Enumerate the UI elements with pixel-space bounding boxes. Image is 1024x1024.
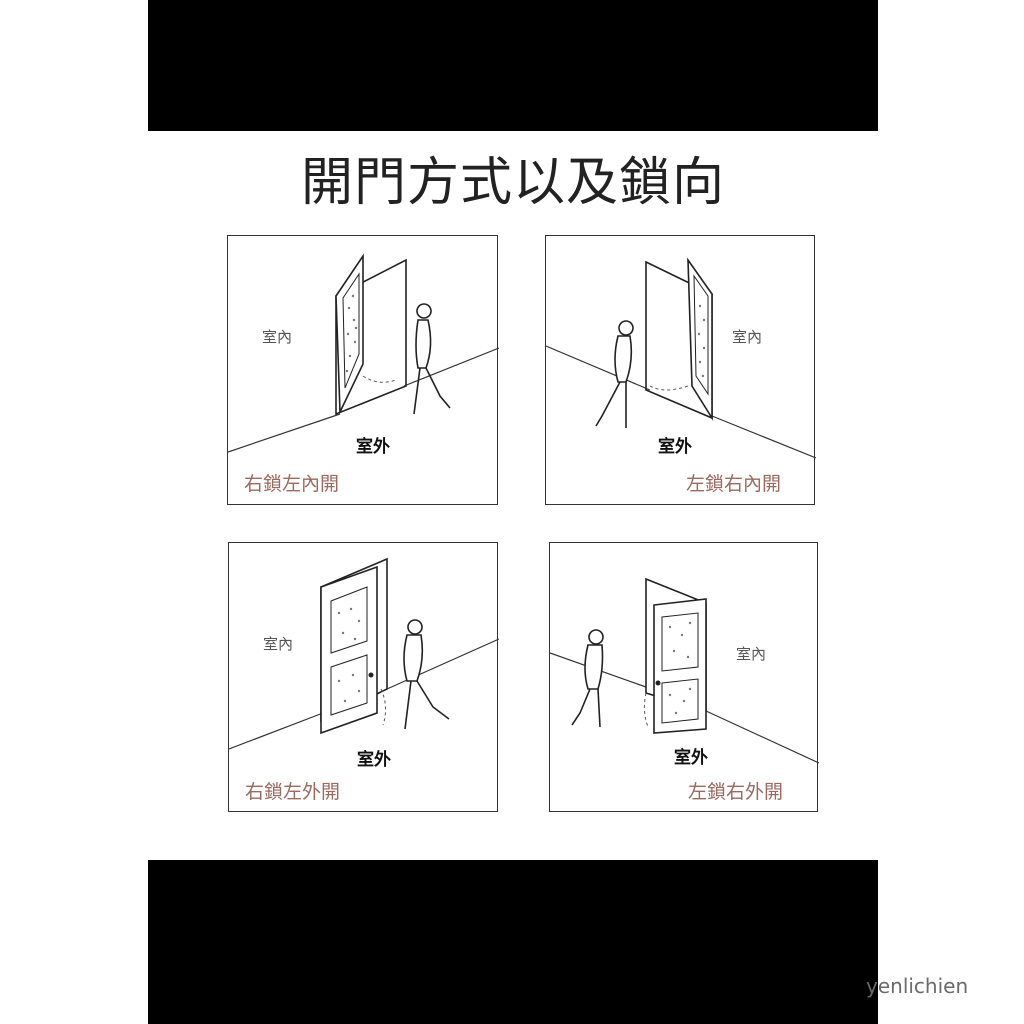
watermark: yenlichien (866, 974, 969, 998)
walking-person (403, 619, 450, 730)
door-illustration (550, 577, 819, 764)
panel-left-lock-right-inward: 室內 室外 左鎖右內開 (545, 235, 816, 505)
outdoor-label: 室外 (674, 748, 708, 768)
page-title: 開門方式以及鎖向 (300, 153, 725, 213)
walking-person (595, 320, 634, 428)
panel-right-lock-left-outward: 室內 室外 右鎖左外開 (228, 542, 499, 812)
panel-caption: 右鎖左外開 (245, 781, 341, 803)
panel-right-lock-left-inward: 室內 室外 右鎖左內開 (227, 235, 499, 505)
walking-person (413, 303, 451, 415)
panel-caption: 右鎖左內開 (244, 473, 340, 495)
panel-left-lock-right-outward: 室內 室外 左鎖右外開 (549, 542, 819, 812)
top-black-bar (148, 0, 878, 131)
panel-caption: 左鎖右外開 (688, 781, 784, 803)
panel-caption: 左鎖右內開 (686, 473, 782, 495)
door-illustration (228, 253, 499, 453)
indoor-label: 室內 (262, 328, 293, 346)
indoor-label: 室內 (263, 635, 294, 653)
left-margin (0, 0, 148, 1024)
indoor-label: 室內 (736, 645, 767, 663)
walking-person (571, 629, 604, 728)
outdoor-label: 室外 (658, 437, 692, 457)
right-margin (878, 0, 1024, 1024)
door-illustration (229, 557, 499, 750)
bottom-black-bar (148, 860, 878, 1024)
door-illustration (546, 257, 816, 459)
outdoor-label: 室外 (357, 750, 391, 770)
indoor-label: 室內 (732, 328, 763, 346)
outdoor-label: 室外 (356, 437, 390, 457)
